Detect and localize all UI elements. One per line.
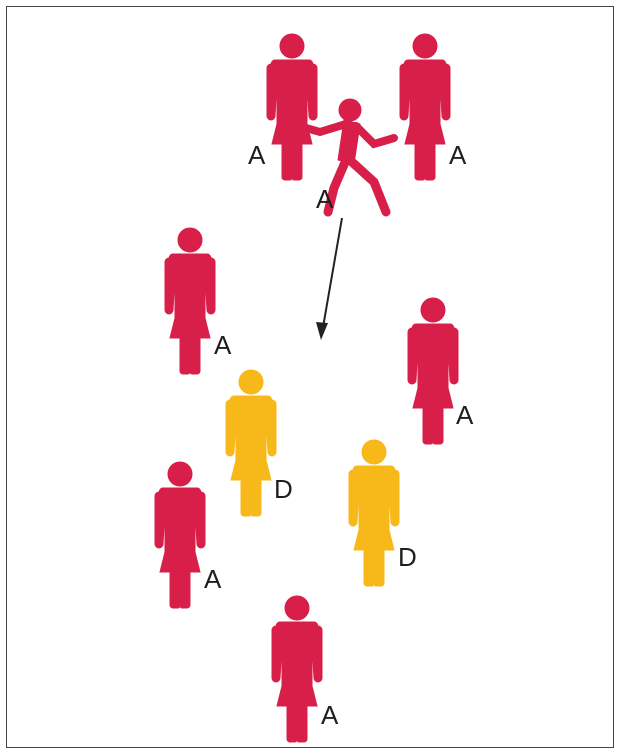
defender-figure-icon (225, 369, 277, 517)
defender-figure-icon (348, 439, 400, 587)
attacker-figure-icon (164, 227, 216, 375)
player-label: A (214, 330, 232, 360)
player-label: D (274, 474, 293, 504)
player-a-runner: A (306, 99, 394, 214)
player-label: A (316, 184, 334, 214)
attacker-figure-icon (266, 33, 318, 181)
player-a-bottom: A (271, 595, 339, 743)
pass-arrowhead (316, 322, 328, 340)
attacker-figure-icon (271, 595, 323, 743)
players-layer: A A A A A D D A A (154, 33, 474, 743)
pass-arrow (321, 217, 343, 334)
attacker-figure-icon (154, 461, 206, 609)
player-a-top-left: A (248, 33, 318, 181)
player-d-right: D (348, 439, 417, 587)
player-label: A (204, 564, 222, 594)
attacker-figure-icon (407, 297, 459, 445)
player-a-top-right: A (399, 33, 467, 181)
player-label: A (321, 700, 339, 730)
player-a-low-left: A (154, 461, 222, 609)
player-label: A (449, 140, 467, 170)
player-d-left: D (225, 369, 293, 517)
player-label: A (456, 400, 474, 430)
player-a-mid-left: A (164, 227, 232, 375)
player-label: A (248, 140, 266, 170)
attacker-figure-icon (399, 33, 451, 181)
player-label: D (398, 542, 417, 572)
player-a-mid-right: A (407, 297, 474, 445)
